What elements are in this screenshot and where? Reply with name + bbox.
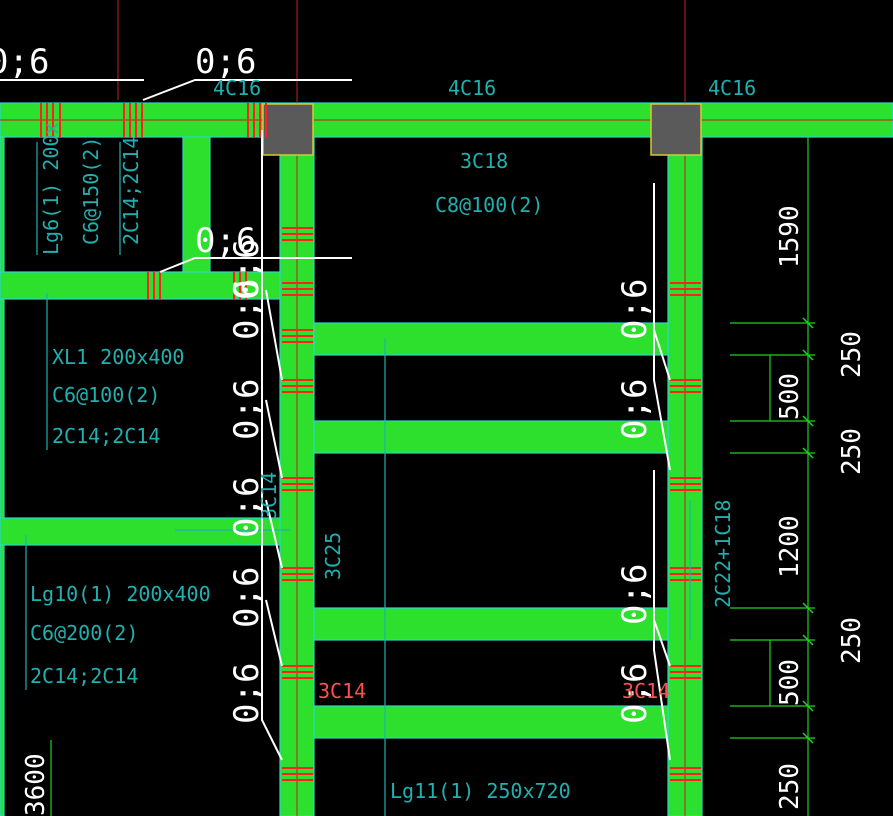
tag-right-4: 0;6 [615,663,655,724]
red-annotations: 3C14 3C14 [318,679,670,703]
beams [0,102,893,816]
label-lg11-line1: Lg11(1) 250x720 [390,779,571,803]
label-3c14-red-left: 3C14 [318,679,366,703]
tag-vertical-1: 0;6 [227,239,267,300]
label-lg6-line2: C6@150(2) [79,137,103,245]
dim-500-b: 500 [775,659,805,706]
dimension-ticks [802,317,814,744]
tag-top-left: 0;6 [0,42,49,82]
dim-250-b: 250 [837,428,867,475]
tag-vertical-6: 0;6 [227,663,267,724]
label-4c16-a: 4C16 [213,76,261,100]
dimension-labels: 1590 250 500 250 1200 250 500 250 3600 [21,205,867,816]
dim-500-a: 500 [775,373,805,420]
tag-leaders [0,79,671,761]
dim-1590: 1590 [775,205,805,268]
beam-cross-1 [313,322,669,356]
column-right [650,103,702,156]
tag-right-3: 0;6 [615,564,655,625]
tag-vertical-3: 0;6 [227,379,267,440]
label-xl1-line3: 2C14;2C14 [52,424,160,448]
label-xl1-line2: C6@100(2) [52,383,160,407]
label-3c14-red-right: 3C14 [622,679,670,703]
dimension-lines [50,137,815,816]
dim-250-d: 250 [775,763,805,810]
dim-3600: 3600 [21,753,51,816]
tag-vertical-5: 0;6 [227,567,267,628]
label-lg10-line2: C6@200(2) [30,621,138,645]
tag-right-2: 0;6 [615,379,655,440]
dim-1200: 1200 [775,515,805,578]
beam-cross-2 [313,420,669,454]
dim-250-c: 250 [837,617,867,664]
label-xl1-line1: XL1 200x400 [52,345,184,369]
beam-left-edge [0,136,5,538]
tag-vertical-4: 0;6 [227,477,267,538]
beam-cross-3 [313,607,669,641]
dim-250-a: 250 [837,331,867,378]
label-2c22: 2C22+1C18 [711,500,735,608]
label-lg10-line3: 2C14;2C14 [30,664,138,688]
label-3c14-col: 3C14 [257,472,281,520]
label-lg10-line1: Lg10(1) 200x400 [30,582,211,606]
label-3c25: 3C25 [321,532,345,580]
annotation-lines [25,142,691,816]
tag-right-1: 0;6 [615,279,655,340]
label-3c18: 3C18 [460,149,508,173]
tag-vertical-2: 0;6 [227,279,267,340]
beam-left-lower [0,544,5,816]
label-lg6-line1: Lg6(1) 200x [39,123,63,255]
label-lg6-line3: 2C14;2C14 [119,137,143,245]
column-left [262,103,314,156]
label-c8-stirrup: C8@100(2) [435,193,543,217]
beam-lg6-vertical [182,136,211,276]
beam-cross-4 [313,705,669,739]
section-tags: 0;6 0;6 0;6 0;6 0;6 0;6 0;6 0;6 0;6 0;6 … [0,42,655,724]
columns [262,103,702,156]
label-4c16-b: 4C16 [448,76,496,100]
tag-top-center: 0;6 [195,42,256,82]
label-4c16-c: 4C16 [708,76,756,100]
rebar-marks [40,103,701,781]
tag-mid-left: 0;6 [195,221,256,261]
rebar-annotations: 4C16 4C16 4C16 3C18 C8@100(2) 3C14 3C25 … [30,76,756,803]
